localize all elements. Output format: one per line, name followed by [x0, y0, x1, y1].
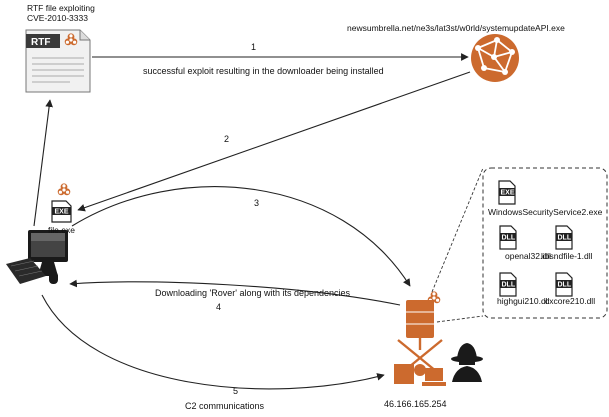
payload-tag-dll: DLL	[558, 235, 572, 242]
rtf-tag: RTF	[31, 37, 50, 48]
rtf-label-line1: RTF file exploiting	[27, 3, 95, 13]
payload-tag-dll: DLL	[502, 235, 516, 242]
globe-network-icon	[471, 34, 519, 82]
payload-file-exe-icon: EXE	[498, 180, 516, 205]
exploit-description: successful exploit resulting in the down…	[143, 66, 384, 76]
step-1-label: 1	[251, 42, 257, 52]
payload-file-name: highgui210.dll	[497, 296, 550, 306]
rtf-label-line2: CVE-2010-3333	[27, 13, 88, 23]
payload-file-dll-icon: DLL	[499, 225, 517, 250]
payload-connector-bottom	[436, 315, 484, 323]
biohazard-icon	[57, 183, 71, 196]
payload-tag-exe: EXE	[501, 190, 515, 197]
download-url: newsumbrella.net/ne3s/lat3st/w0rld/syste…	[347, 23, 565, 33]
step-4-label: 4	[216, 302, 222, 312]
payload-tag-dll: DLL	[502, 282, 516, 289]
downloader-file-icon: EXE	[51, 183, 72, 223]
payload-file-name: cxcore210.dll	[545, 296, 596, 306]
c2-description: C2 communications	[185, 401, 265, 411]
payload-file-name: openal32.dll	[505, 251, 551, 261]
server-ip: 46.166.165.254	[384, 399, 447, 409]
rtf-file-icon: RTF	[25, 29, 91, 93]
rover-description: Downloading 'Rover' along with its depen…	[155, 288, 351, 298]
arrow-5	[41, 294, 385, 390]
step-5-label: 5	[233, 386, 239, 396]
arrow-3	[71, 186, 411, 287]
arrow-2	[77, 71, 471, 212]
server-network-icon	[394, 291, 446, 386]
payload-file-dll-icon: DLL	[499, 272, 517, 297]
payload-connector-top	[431, 167, 484, 293]
downloader-label: file.exe	[48, 225, 75, 235]
arrow-computer-to-rtf	[33, 99, 53, 227]
payload-file-name: libsndfile-1.dll	[541, 251, 593, 261]
computer-icon	[6, 230, 68, 284]
downloader-tag: EXE	[55, 209, 69, 216]
payload-file-dll-icon: DLL	[555, 225, 573, 250]
payload-tag-dll: DLL	[558, 282, 572, 289]
arrow-4	[69, 279, 401, 306]
rtf-file-label: RTF file exploiting CVE-2010-3333	[27, 3, 95, 23]
payload-file-dll-icon: DLL	[555, 272, 573, 297]
step-3-label: 3	[254, 198, 260, 208]
payload-file-name: WindowsSecurityService2.exe	[488, 207, 603, 217]
step-2-label: 2	[224, 134, 230, 144]
spy-icon	[451, 343, 483, 382]
